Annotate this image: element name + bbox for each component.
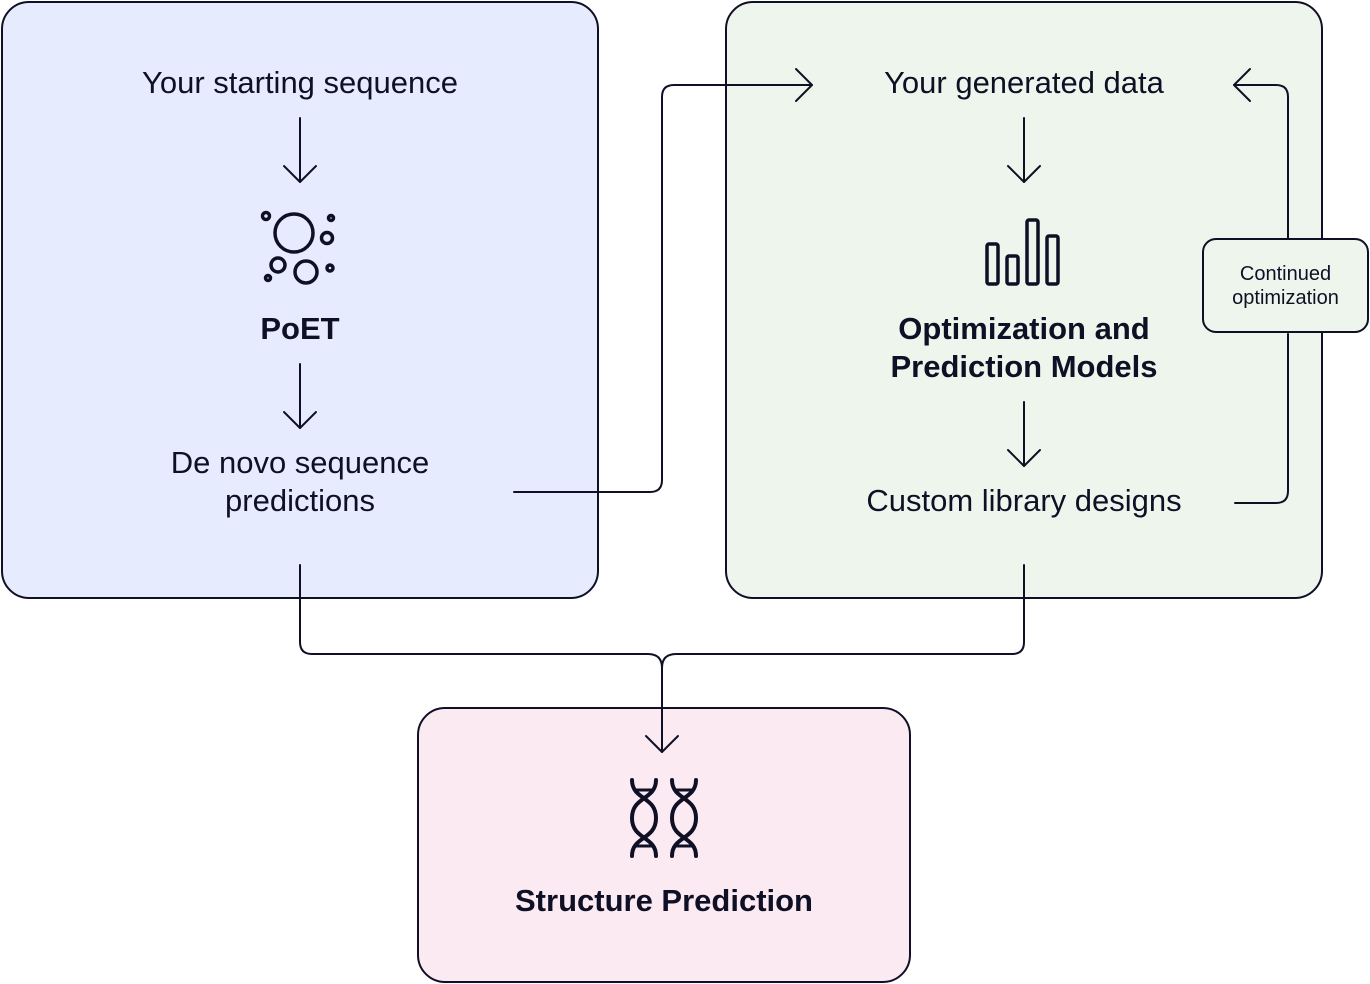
arrow-data-to-models: [1007, 117, 1041, 183]
continued-optimization-box: Continued optimization: [1202, 238, 1369, 333]
de-novo-predictions-label: De novo sequence predictions: [170, 445, 430, 518]
arrow-denovo-to-generated-data: [513, 68, 813, 493]
arrow-poet-to-denovo: [283, 363, 317, 429]
arrow-start-to-poet: [283, 117, 317, 183]
bar-chart-icon: [985, 218, 1060, 286]
structure-prediction-panel: [417, 707, 911, 983]
continued-optimization-label: Continued optimization: [1232, 262, 1339, 309]
bubbles-icon: [260, 210, 336, 285]
arrow-continued-optimization-loop: [1233, 68, 1289, 504]
starting-sequence-label: Your starting sequence: [142, 65, 458, 100]
dna-icon: [629, 778, 699, 858]
arrow-models-to-library: [1007, 401, 1041, 467]
structure-prediction-title: Structure Prediction: [515, 883, 813, 918]
poet-title: PoET: [260, 311, 340, 346]
optimization-models-title: Optimization and Prediction Models: [890, 311, 1158, 384]
poet-panel: [1, 1, 599, 599]
generated-data-label: Your generated data: [884, 65, 1164, 100]
custom-library-designs-label: Custom library designs: [866, 483, 1182, 518]
arrow-merge-to-structure: [299, 564, 1025, 753]
